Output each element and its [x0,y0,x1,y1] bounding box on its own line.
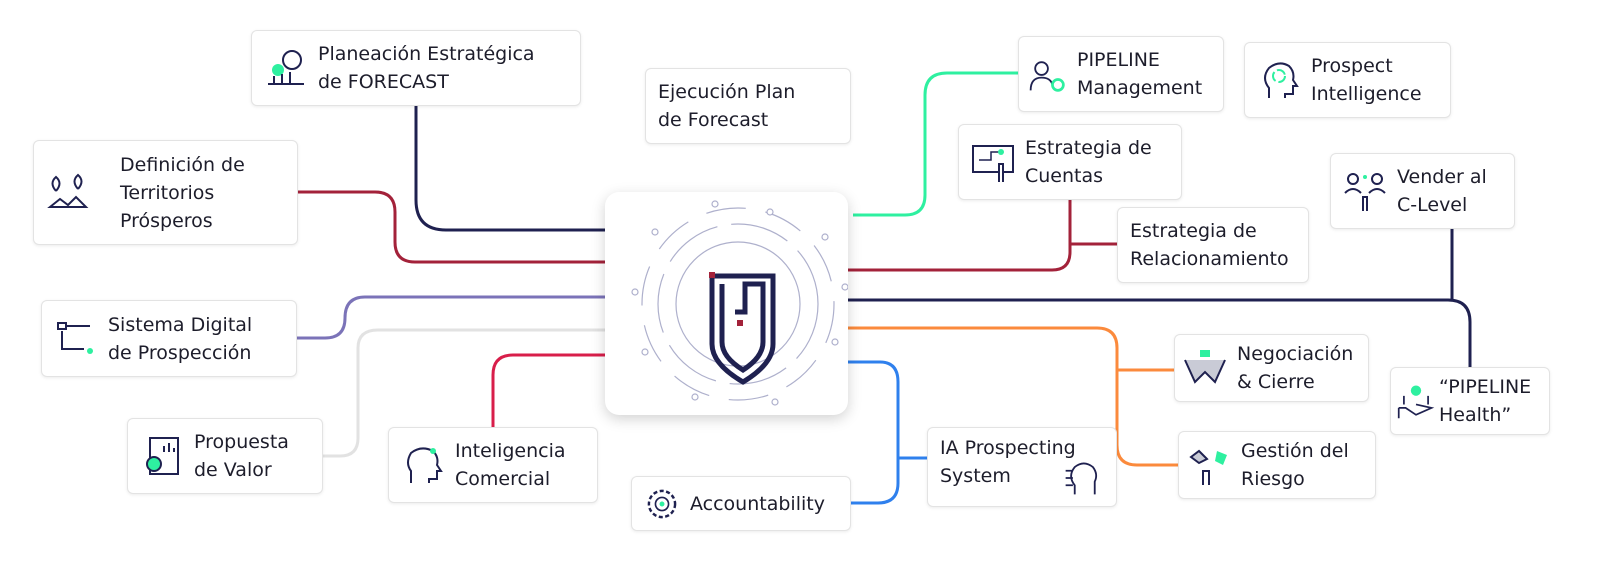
line-sistema [297,295,605,340]
line-territorios [298,190,605,264]
line-negociacion [848,326,1178,467]
node-label: Inteligencia Comercial [455,440,566,490]
risk-hands-icon [1189,449,1227,485]
node-negociacion[interactable]: Negociación & Cierre [1174,334,1369,402]
node-territorios[interactable]: Definición de Territorios Prósperos [33,140,298,245]
node-clevel[interactable]: Vender al C-Level [1330,153,1515,229]
forecast-gears-icon [268,50,304,85]
node-label: Vender al C-Level [1397,166,1487,216]
line-cuentas [848,200,1117,272]
person-gear-icon [1029,61,1065,92]
node-label: Ejecución Plan de Forecast [658,81,796,131]
line-inteligencia [491,353,605,427]
center-logo [605,192,849,415]
node-label: Propuesta de Valor [194,431,289,481]
node-label: Definición de Territorios Prósperos [120,153,245,232]
workflow-icon [57,321,93,354]
node-sistema[interactable]: Sistema Digital de Prospección [41,300,297,377]
line-ejecucion [853,71,1018,217]
handshake-icon [1184,350,1226,384]
line-accountability [848,360,927,505]
money-growth-hand-icon [1397,385,1435,419]
node-riesgo[interactable]: Gestión del Riesgo [1178,431,1376,499]
node-label: Estrategia de Relacionamiento [1130,220,1289,270]
node-label: Accountability [690,492,825,515]
node-label: IA Prospecting System [940,437,1076,487]
ai-head-icon [1065,462,1098,495]
head-refresh-icon [1264,62,1299,98]
node-ejecucion[interactable]: Ejecución Plan de Forecast [645,68,851,144]
node-label: “PIPELINE Health” [1439,376,1532,426]
node-label: Sistema Digital de Prospección [108,313,253,364]
node-label: Planeación Estratégica de FORECAST [318,43,535,93]
executives-icon [1344,173,1386,211]
brain-head-icon [407,447,443,483]
node-label: Prospect Intelligence [1311,55,1422,105]
node-inteligencia[interactable]: Inteligencia Comercial [388,427,598,503]
node-cuentas[interactable]: Estrategia de Cuentas [958,124,1182,200]
node-label: Estrategia de Cuentas [1025,137,1152,187]
line-propuesta [323,328,605,458]
shield-circuit-logo-icon [631,200,849,406]
node-ia[interactable]: IA Prospecting System [927,427,1117,507]
node-label: Gestión del Riesgo [1241,440,1349,490]
node-label: Negociación & Cierre [1237,343,1354,393]
report-magnifier-icon [146,437,179,475]
line-planeacion [414,106,605,232]
node-relacionamiento[interactable]: Estrategia de Relacionamiento [1117,207,1309,283]
node-accountability[interactable]: Accountability [631,476,851,531]
target-gear-icon [647,489,677,518]
board-pointer-icon [972,145,1014,182]
node-label: PIPELINE Management [1077,49,1203,99]
node-prospect[interactable]: Prospect Intelligence [1244,42,1451,118]
map-pins-icon [47,173,89,208]
node-pipeline-health[interactable]: “PIPELINE Health” [1390,367,1550,435]
node-pipeline-management[interactable]: PIPELINE Management [1018,36,1224,112]
node-planeacion[interactable]: Planeación Estratégica de FORECAST [251,30,581,106]
node-propuesta[interactable]: Propuesta de Valor [127,418,323,494]
line-health [848,229,1472,367]
